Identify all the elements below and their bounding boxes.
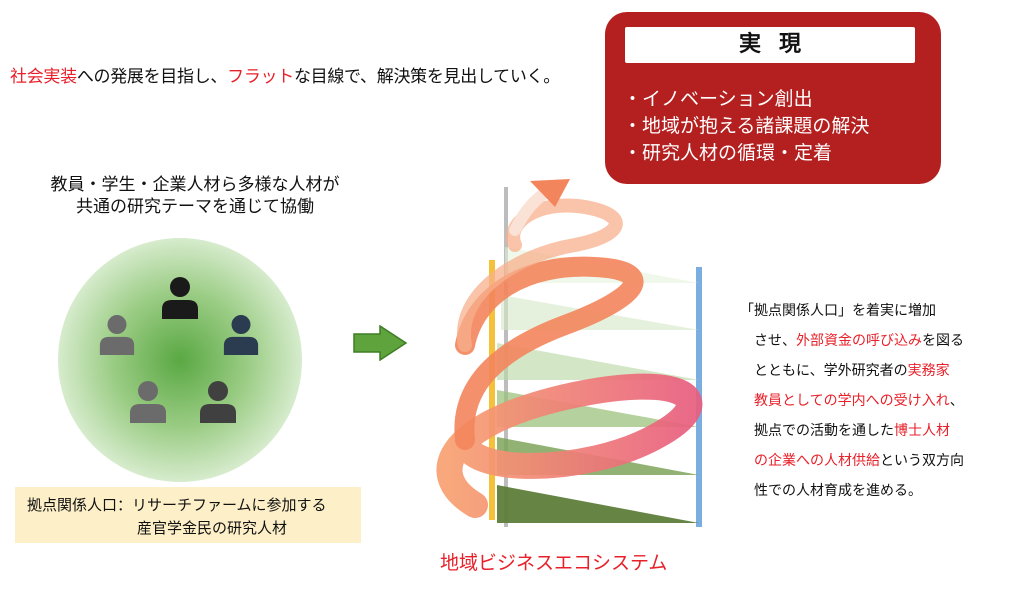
person-icon — [130, 381, 166, 423]
collab-line: 共通の研究テーマを通じて協働 — [76, 197, 314, 217]
pole-yellow — [489, 260, 495, 520]
person-icon — [223, 315, 259, 355]
person-icon — [99, 315, 135, 355]
side-description: 「拠点関係人口」を着実に増加 させ、外部資金の呼び込みを図る とともに、学外研究… — [740, 296, 964, 506]
side-line: の企業への人材供給という双方向 — [740, 446, 964, 476]
spiral-ribbon-middle — [454, 256, 644, 450]
result-title: 実現 — [625, 27, 915, 63]
collab-line: 教員・学生・企業人材ら多様な人材が — [50, 175, 340, 195]
ecosystem-spiral — [436, 179, 703, 527]
collab-caption: 教員・学生・企業人材ら多様な人材が 共通の研究テーマを通じて協働 — [15, 174, 375, 218]
spiral-ribbon-top — [509, 187, 551, 236]
collaboration-circle — [58, 238, 302, 482]
side-text-plain: させ、 — [754, 333, 796, 349]
right-arrow-icon — [353, 325, 408, 361]
result-item: ・地域が抱える諸課題の解決 — [623, 115, 870, 137]
side-line: させ、外部資金の呼び込みを図る — [740, 326, 964, 356]
result-item: ・イノベーション創出 — [623, 88, 813, 110]
side-highlight: 実務家 — [907, 363, 950, 379]
layer-triangle — [497, 343, 699, 380]
base-population-box: 拠点関係人口：リサーチファームに参加する 産官学金民の研究人材 — [15, 487, 361, 543]
side-line: 拠点での活動を通した博士人材 — [740, 416, 964, 446]
side-line: 性での人材育成を進める。 — [754, 483, 922, 499]
side-line: とともに、学外研究者の実務家 — [740, 356, 964, 386]
side-text-plain: を図る — [922, 333, 964, 349]
side-highlight: 外部資金の呼び込み — [796, 333, 922, 349]
side-text-plain: 拠点での活動を通した — [754, 423, 894, 439]
side-line: 教員としての学内への受け入れ、 — [740, 386, 964, 416]
side-text-plain: 、 — [949, 393, 964, 409]
side-highlight: 博士人材 — [894, 423, 950, 439]
result-item: ・研究人材の循環・定着 — [623, 142, 833, 164]
side-text-plain: という双方向 — [880, 453, 964, 469]
base-population-line: 産官学金民の研究人材 — [137, 519, 288, 537]
top-statement: 社会実装への発展を目指し、フラットな目線で、解決策を見出していく。 — [10, 62, 560, 87]
side-text-plain: とともに、学外研究者の — [754, 363, 908, 379]
person-icon — [162, 277, 198, 319]
statement-text-end: な目線で、解決策を見出していく。 — [293, 67, 560, 87]
side-line: 「拠点関係人口」を着実に増加 — [740, 303, 936, 319]
person-icon — [200, 381, 236, 423]
statement-text: への発展を目指し、 — [76, 67, 228, 87]
layer-triangle — [497, 485, 699, 523]
side-highlight: の企業への人材供給 — [754, 453, 880, 469]
side-highlight: 教員としての学内への受け入れ — [754, 393, 950, 409]
result-box: 実現 ・イノベーション創出 ・地域が抱える諸課題の解決 ・研究人材の循環・定着 — [605, 12, 941, 184]
result-list: ・イノベーション創出 ・地域が抱える諸課題の解決 ・研究人材の循環・定着 — [623, 86, 869, 167]
spiral-ribbon-lower — [436, 373, 703, 518]
ecosystem-label: 地域ビジネスエコシステム — [440, 552, 668, 574]
up-arrow-icon — [530, 179, 570, 207]
highlight-social: 社会実装 — [10, 67, 77, 87]
highlight-flat: フラット — [227, 67, 294, 87]
base-population-line: 拠点関係人口：リサーチファームに参加する — [27, 496, 327, 514]
